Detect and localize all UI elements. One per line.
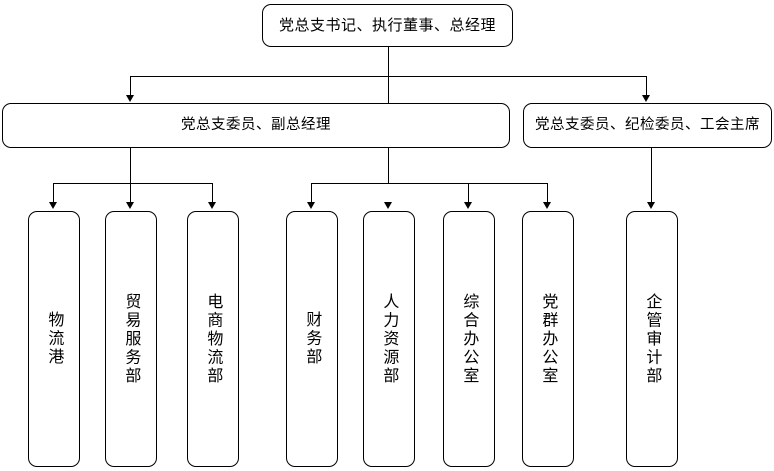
node-label: 企管审计部 <box>643 292 663 386</box>
arrow-dept-7 <box>543 202 551 209</box>
connector-drop-dept-6 <box>468 183 469 203</box>
connector-drop-dept-8 <box>651 148 652 203</box>
connector-bar-center-group <box>311 183 547 184</box>
node-label: 人力资源部 <box>380 292 400 386</box>
arrow-dept-8 <box>647 202 655 209</box>
node-label: 党总支书记、执行董事、总经理 <box>278 15 496 34</box>
node-dept-7[interactable]: 党群办公室 <box>522 211 574 467</box>
node-label: 党总支委员、副总经理 <box>181 117 331 134</box>
connector-drop-dept-2 <box>130 183 131 203</box>
node-label: 财务部 <box>303 311 323 367</box>
node-dept-2[interactable]: 贸易服务部 <box>105 211 157 467</box>
node-deputy-gm[interactable]: 党总支委员、副总经理 <box>2 103 510 148</box>
node-label: 综合办公室 <box>460 292 480 386</box>
arrow-dept-4 <box>307 202 315 209</box>
arrow-dept-5 <box>384 202 392 209</box>
node-top-leader[interactable]: 党总支书记、执行董事、总经理 <box>262 4 513 47</box>
node-dept-5[interactable]: 人力资源部 <box>363 211 415 467</box>
connector-bar-left-group <box>53 183 212 184</box>
connector-drop-dept-3 <box>212 183 213 203</box>
connector-drop-left-group <box>130 148 131 183</box>
node-discipline-union[interactable]: 党总支委员、纪检委员、工会主席 <box>523 103 772 148</box>
connector-drop-discipline-union <box>646 76 647 96</box>
node-label: 电商物流部 <box>204 292 224 386</box>
arrow-discipline-union <box>642 95 650 102</box>
node-dept-4[interactable]: 财务部 <box>286 211 338 467</box>
arrow-dept-2 <box>126 202 134 209</box>
node-dept-3[interactable]: 电商物流部 <box>187 211 239 467</box>
node-dept-6[interactable]: 综合办公室 <box>443 211 495 467</box>
connector-drop-dept-1 <box>53 183 54 203</box>
node-label: 贸易服务部 <box>122 292 142 386</box>
node-dept-8[interactable]: 企管审计部 <box>626 211 678 467</box>
connector-drop-dept-4 <box>311 183 312 203</box>
arrow-deputy-gm <box>126 95 134 102</box>
connector-trunk-top <box>388 47 389 76</box>
connector-drop-dept-7 <box>547 183 548 203</box>
node-label: 党总支委员、纪检委员、工会主席 <box>535 117 760 134</box>
connector-drop-deputy-gm <box>130 76 131 96</box>
arrow-dept-1 <box>49 202 57 209</box>
node-label: 物流港 <box>45 311 65 367</box>
arrow-dept-6 <box>464 202 472 209</box>
node-dept-1[interactable]: 物流港 <box>28 211 80 467</box>
node-label: 党群办公室 <box>539 292 559 386</box>
arrow-dept-3 <box>208 202 216 209</box>
